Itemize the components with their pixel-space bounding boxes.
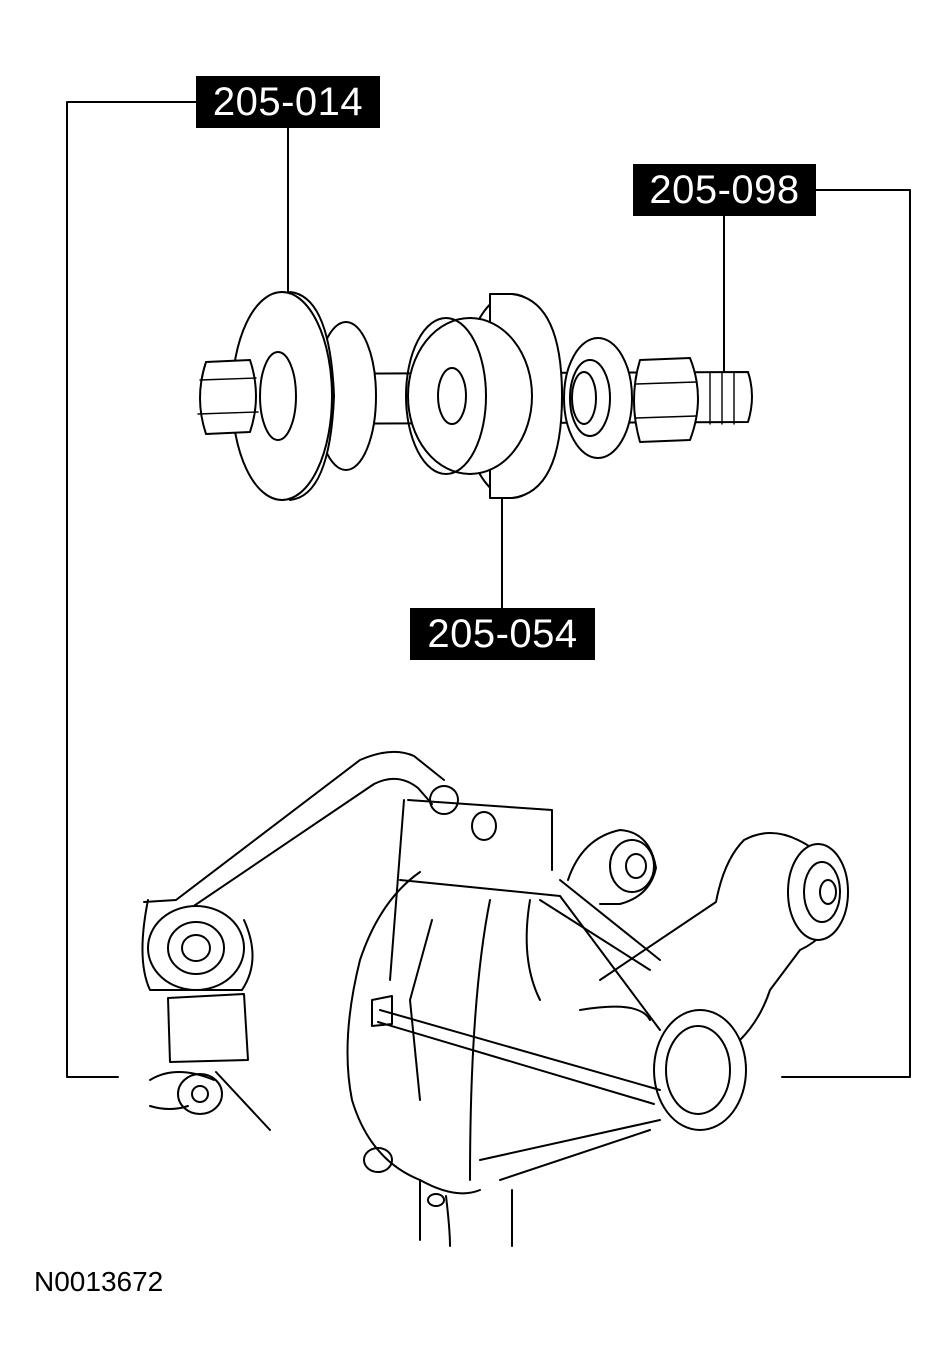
leader-205-014 xyxy=(66,101,197,1078)
installer-tool-assembly xyxy=(197,291,753,501)
receiver-cup-205-054 xyxy=(405,293,563,499)
leader-lines xyxy=(66,101,911,1078)
leader-205-098 xyxy=(781,189,911,1078)
installer-cup-205-014 xyxy=(231,291,377,501)
hex-nut-right xyxy=(633,357,699,443)
callout-label-205-054: 205-054 xyxy=(410,608,595,660)
bolt-head-left xyxy=(197,359,259,435)
callout-label-205-014: 205-014 xyxy=(196,76,380,128)
axle-tube-opening xyxy=(653,1009,747,1131)
thrust-bearing xyxy=(563,337,633,459)
rear-differential-housing xyxy=(141,750,849,1247)
figure-reference-number: N0013672 xyxy=(34,1266,164,1297)
callout-label-205-098: 205-098 xyxy=(633,164,816,216)
